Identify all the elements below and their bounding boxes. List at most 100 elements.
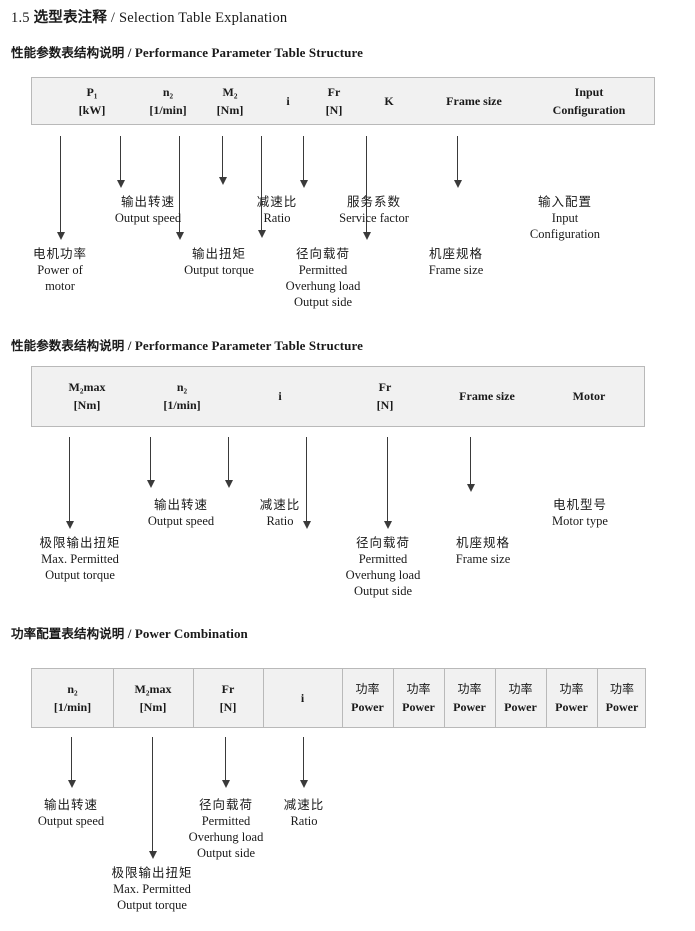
annotation-overhung-load-2: 径向载荷 Permitted Overhung load Output side xyxy=(346,535,421,599)
table1-col-fr-unit: [N] xyxy=(325,102,343,117)
annotation-frame-size-2-cn: 机座规格 xyxy=(455,535,510,550)
page-title-number: 1.5 xyxy=(11,10,30,26)
table3-col-power-1-cn: 功率 xyxy=(355,681,380,696)
power-combination-table: n₂ [1/min] M₂max [Nm] Fr [N] i 功率 Power … xyxy=(31,668,646,728)
table3-col-power-2-cn: 功率 xyxy=(406,681,431,696)
annotation-overhung-load-2-en-1: Permitted xyxy=(358,552,408,566)
arrow-table1-power-of-motor xyxy=(56,136,65,240)
annotation-output-speed-3-cn: 输出转速 xyxy=(43,797,98,812)
annotation-overhung-load-3-en-2: Overhung load xyxy=(188,830,264,844)
annotation-power-of-motor-cn: 电机功率 xyxy=(32,246,88,261)
table3-divider-2 xyxy=(193,669,194,727)
table1-col-fr-unit-top: Fr xyxy=(327,84,341,99)
table1-col-i-label: i xyxy=(286,93,290,108)
table2-col-n2-unit: [1/min] xyxy=(163,398,201,412)
annotation-ratio-3-cn: 减速比 xyxy=(283,797,325,812)
table3-col-power-5: 功率 Power xyxy=(546,669,597,727)
annotation-overhung-load-3-cn: 径向载荷 xyxy=(198,797,254,812)
table1-col-k-label: K xyxy=(384,93,394,108)
annotation-power-of-motor: 电机功率 Power of motor xyxy=(33,246,87,294)
section-heading-1-cn: 性能参数表结构说明 xyxy=(11,45,125,60)
performance-parameter-table-1: P₁ [kW] n₂ [1/min] M₂ [Nm] i Fr [N] K Fr… xyxy=(31,77,655,125)
annotation-max-output-torque-2-cn: 极限输出扭矩 xyxy=(39,535,121,550)
annotation-frame-size-2: 机座规格 Frame size xyxy=(456,535,511,567)
table3-col-fr-unit: [N] xyxy=(219,699,237,714)
table1-col-p1-unit-top: P₁ xyxy=(86,84,98,99)
table1-col-n2: n₂ [1/min] xyxy=(130,78,206,124)
annotation-service-factor: 服务系数 Service factor xyxy=(339,194,409,226)
table2-col-motor: Motor xyxy=(542,367,636,426)
table1-col-i: i xyxy=(268,78,308,124)
table2-col-m2max-label: M₂max xyxy=(68,380,106,395)
annotation-output-torque: 输出扭矩 Output torque xyxy=(184,246,254,278)
annotation-input-configuration-en-2: Configuration xyxy=(529,227,601,241)
arrow-table3-ratio xyxy=(299,737,308,788)
annotation-output-speed-3-en: Output speed xyxy=(37,814,105,828)
annotation-overhung-load-3-en-1: Permitted xyxy=(201,814,251,828)
arrow-table2-frame-size xyxy=(383,437,392,529)
annotation-max-output-torque-2-en-2: Output torque xyxy=(45,568,115,582)
annotation-overhung-load-2-en-3: Output side xyxy=(354,584,412,598)
annotation-max-output-torque-3-cn: 极限输出扭矩 xyxy=(111,865,193,880)
annotation-overhung-load-1-en-1: Permitted xyxy=(298,263,348,277)
arrow-table1-output-speed xyxy=(116,136,125,188)
annotation-output-torque-cn: 输出扭矩 xyxy=(191,246,247,261)
annotation-overhung-load-3-en-3: Output side xyxy=(197,846,255,860)
section-heading-3: 功率配置表结构说明 / Power Combination xyxy=(11,623,248,642)
table3-divider-6 xyxy=(444,669,445,727)
annotation-input-configuration: 输入配置 Input Configuration xyxy=(530,194,600,242)
table3-col-power-3: 功率 Power xyxy=(444,669,495,727)
annotation-ratio-2: 减速比 Ratio xyxy=(260,497,301,529)
annotation-ratio-1-en: Ratio xyxy=(263,211,291,225)
annotation-overhung-load-1-cn: 径向载荷 xyxy=(295,246,351,261)
annotation-max-output-torque-3-en-1: Max. Permitted xyxy=(113,882,191,896)
table1-col-p1-unit: [kW] xyxy=(78,102,106,117)
section-heading-2: 性能参数表结构说明 / Performance Parameter Table … xyxy=(11,335,363,354)
annotation-power-of-motor-en-2: motor xyxy=(45,279,75,293)
table1-col-m2-unit-top: M₂ xyxy=(222,84,238,99)
table3-col-m2max-unit: [Nm] xyxy=(139,699,167,714)
annotation-output-speed-2: 输出转速 Output speed xyxy=(148,497,214,529)
arrow-table1-ratio xyxy=(218,136,227,185)
annotation-max-output-torque-2-en-1: Max. Permitted xyxy=(41,552,119,566)
arrow-table1-output-torque xyxy=(175,136,184,240)
annotation-output-speed-1: 输出转速 Output speed xyxy=(115,194,181,226)
section-heading-3-en: Power Combination xyxy=(134,626,248,641)
arrow-table3-max-output-torque xyxy=(148,737,157,859)
section-heading-1-separator: / xyxy=(127,45,132,60)
section-heading-3-cn: 功率配置表结构说明 xyxy=(11,626,125,641)
section-heading-3-separator: / xyxy=(127,626,132,641)
table3-divider-8 xyxy=(546,669,547,727)
table1-col-fr: Fr [N] xyxy=(304,78,364,124)
annotation-ratio-3-en: Ratio xyxy=(290,814,318,828)
arrow-table2-output-speed xyxy=(146,437,155,488)
table1-col-n2-unit-top: n₂ xyxy=(162,84,174,99)
table1-col-n2-unit: [1/min] xyxy=(149,102,187,117)
table3-col-power-4: 功率 Power xyxy=(495,669,546,727)
table1-col-input-label: Input xyxy=(574,84,604,99)
table3-col-power-2: 功率 Power xyxy=(393,669,444,727)
table3-col-power-1: 功率 Power xyxy=(342,669,393,727)
table3-col-power-6-cn: 功率 xyxy=(609,681,634,696)
table1-col-frame-size: Frame size xyxy=(414,78,534,124)
annotation-overhung-load-1-en-3: Output side xyxy=(294,295,352,309)
table2-col-n2-label: n₂ xyxy=(176,380,188,395)
annotation-motor-type-en: Motor type xyxy=(552,514,608,528)
annotation-overhung-load-1: 径向载荷 Permitted Overhung load Output side xyxy=(286,246,361,310)
annotation-frame-size-1-en: Frame size xyxy=(428,263,484,277)
annotation-input-configuration-cn: 输入配置 xyxy=(537,194,593,209)
annotation-output-speed-1-cn: 输出转速 xyxy=(120,194,175,209)
table3-col-n2: n₂ [1/min] xyxy=(32,669,113,727)
table3-col-power-5-en: Power xyxy=(555,699,588,714)
table3-col-i-label: i xyxy=(300,690,305,705)
annotation-output-speed-2-cn: 输出转速 xyxy=(153,497,208,512)
table3-col-fr: Fr [N] xyxy=(193,669,263,727)
arrow-table2-ratio xyxy=(224,437,233,488)
table2-col-m2max: M₂max [Nm] xyxy=(42,367,132,426)
section-heading-2-separator: / xyxy=(127,338,132,353)
annotation-service-factor-cn: 服务系数 xyxy=(346,194,402,209)
annotation-overhung-load-2-en-2: Overhung load xyxy=(345,568,421,582)
table3-col-power-3-cn: 功率 xyxy=(457,681,482,696)
annotation-ratio-2-cn: 减速比 xyxy=(259,497,301,512)
table3-col-power-3-en: Power xyxy=(453,699,486,714)
